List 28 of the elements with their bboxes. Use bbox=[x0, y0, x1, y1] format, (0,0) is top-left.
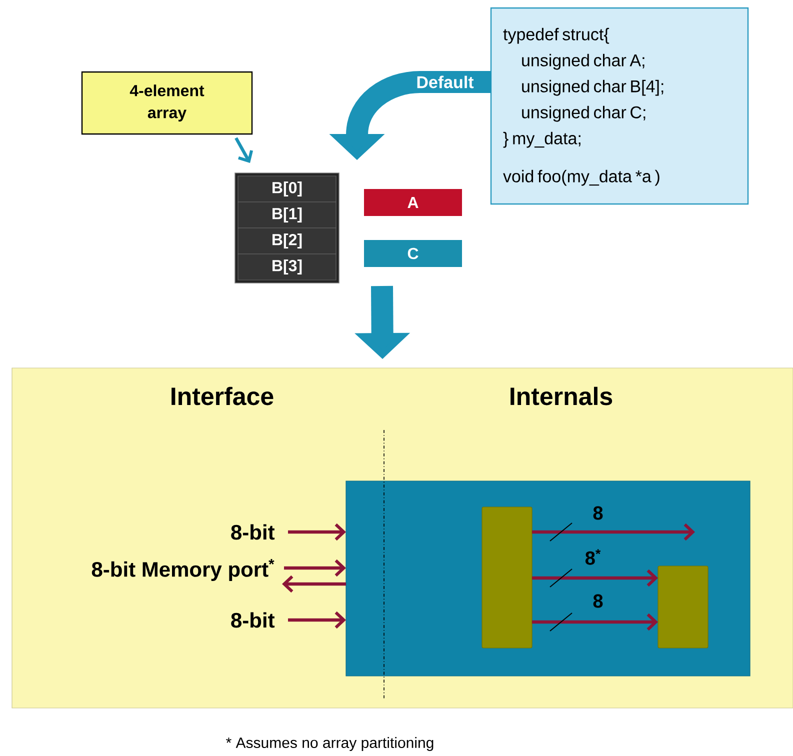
edge-label: 8 bbox=[592, 505, 604, 521]
pointer-arrow bbox=[234, 137, 254, 163]
signal-arrow bbox=[532, 613, 658, 631]
port-label: 8-bit bbox=[231, 524, 275, 540]
signal-arrow bbox=[532, 569, 658, 587]
field-bar: A bbox=[364, 189, 462, 216]
array-cell: B[2] bbox=[238, 228, 336, 254]
edge-label: 8 bbox=[592, 593, 604, 609]
array-cell: B[0] bbox=[238, 176, 336, 202]
node-label: Internals bbox=[510, 386, 612, 406]
memory-bar bbox=[658, 566, 708, 648]
memory-bar bbox=[482, 506, 532, 648]
edge-label: 8$^{*}$ bbox=[584, 548, 602, 566]
footnote: * Assumes no array partitioning bbox=[226, 737, 434, 751]
edge-label: Default bbox=[415, 74, 475, 90]
signal-arrow bbox=[532, 523, 695, 541]
field-bar: C bbox=[364, 240, 462, 267]
port-label: 8-bit bbox=[231, 612, 275, 628]
port-label: 8-bit Memory port$^{*}$ bbox=[92, 559, 274, 581]
node-label: Interface bbox=[172, 386, 274, 406]
signal-arrow bbox=[288, 611, 346, 629]
signal-arrow bbox=[282, 575, 346, 593]
signal-arrow bbox=[284, 559, 346, 577]
array-cell: B[3] bbox=[238, 254, 336, 280]
callout-box: 4-element array bbox=[81, 71, 253, 135]
code-box: typedef struct{ unsigned char A; unsigned char B[4]; unsigned char C; } my_data; void foo(my_data *a ) bbox=[490, 7, 749, 205]
signal-arrow bbox=[288, 523, 346, 541]
array-cell: B[1] bbox=[238, 202, 336, 228]
